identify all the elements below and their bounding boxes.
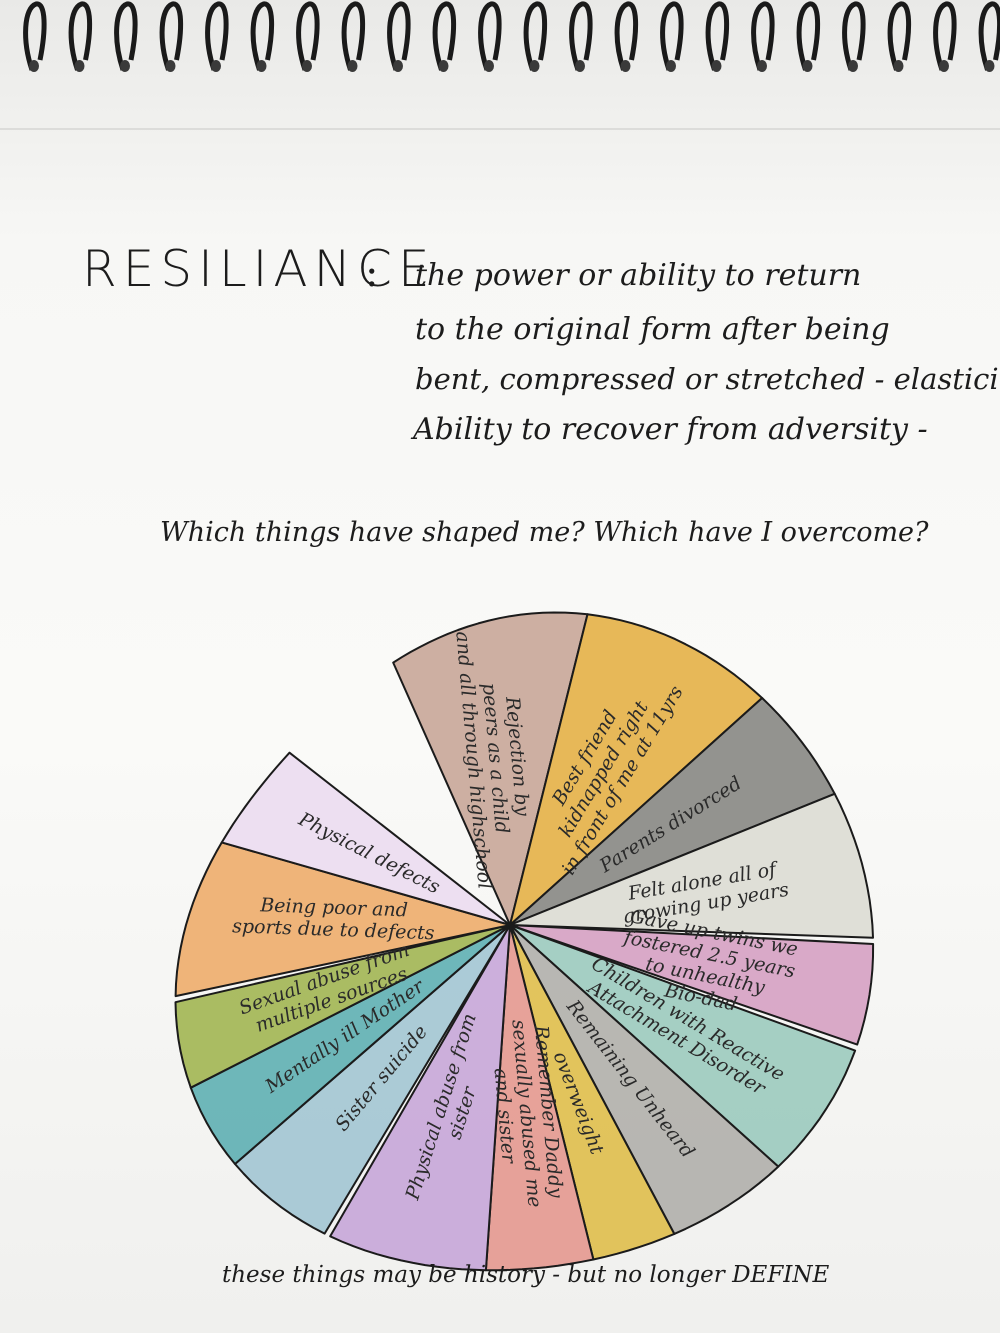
wheel-segment bbox=[509, 613, 764, 926]
wheel-segment bbox=[174, 924, 511, 1089]
binding-hole bbox=[893, 60, 904, 72]
wheel-segment bbox=[509, 924, 780, 1235]
title-colon: : bbox=[365, 250, 379, 296]
spiral-ring bbox=[68, 1, 93, 71]
binding-hole bbox=[393, 60, 403, 72]
wheel-segment bbox=[234, 924, 511, 1235]
wheel-segment bbox=[509, 924, 676, 1261]
spiral-ring bbox=[387, 1, 411, 71]
spiral-ring bbox=[796, 1, 821, 71]
binding-hole bbox=[802, 60, 813, 72]
spiral-ring bbox=[887, 1, 912, 71]
wheel-segment bbox=[392, 611, 589, 926]
spiral-ring bbox=[432, 1, 457, 71]
wheel-segment bbox=[329, 924, 511, 1272]
spiral-ring bbox=[751, 1, 775, 71]
definition-line-2: to the original form after being bbox=[415, 312, 890, 347]
definition-line-3: bent, compressed or stretched - elastici… bbox=[415, 362, 1000, 396]
binding-hole bbox=[848, 60, 858, 72]
spiral-ring bbox=[614, 1, 639, 71]
spiral-ring bbox=[250, 1, 275, 71]
page-fold-line bbox=[0, 128, 1000, 130]
binding-hole bbox=[484, 60, 494, 72]
binding-hole bbox=[620, 60, 631, 72]
wheel-segment bbox=[484, 924, 595, 1272]
spiral-ring bbox=[205, 1, 229, 71]
binding-hole bbox=[757, 60, 767, 72]
binding-hole bbox=[575, 60, 585, 72]
spiral-ring bbox=[978, 1, 1000, 71]
wheel-segment bbox=[220, 751, 511, 926]
binding-hole bbox=[29, 60, 39, 72]
binding-hole bbox=[256, 60, 267, 72]
spiral-ring bbox=[933, 1, 957, 71]
spiral-ring bbox=[296, 1, 320, 71]
spiral-binding bbox=[23, 1, 1000, 72]
spiral-ring bbox=[159, 1, 184, 71]
binding-hole bbox=[211, 60, 221, 72]
wheel-segment bbox=[509, 924, 857, 1168]
spiral-ring bbox=[705, 1, 730, 71]
definition-line-1: the power or ability to return bbox=[415, 258, 862, 293]
spiral-ring bbox=[114, 1, 138, 71]
spiral-ring bbox=[478, 1, 502, 71]
wheel-segment bbox=[189, 924, 511, 1165]
spiral-ring bbox=[842, 1, 866, 71]
binding-hole bbox=[302, 60, 312, 72]
spiral-ring bbox=[660, 1, 684, 71]
wheel-segment bbox=[509, 924, 875, 1046]
segment-label-line: Being poor and bbox=[259, 894, 408, 921]
wheel-segment bbox=[174, 841, 511, 998]
spiral-ring bbox=[569, 1, 593, 71]
binding-hole bbox=[984, 60, 995, 72]
definition-line-4: Ability to recover from adversity - bbox=[413, 412, 928, 447]
spiral-ring bbox=[23, 1, 47, 71]
binding-hole bbox=[347, 60, 358, 72]
reflection-question: Which things have shaped me? Which have … bbox=[160, 517, 929, 548]
binding-hole bbox=[529, 60, 540, 72]
binding-hole bbox=[711, 60, 722, 72]
page-title: RESILIANCE bbox=[82, 240, 436, 298]
binding-hole bbox=[74, 60, 85, 72]
wheel-segment bbox=[509, 697, 836, 926]
spiral-ring bbox=[523, 1, 548, 71]
binding-hole bbox=[666, 60, 676, 72]
binding-hole bbox=[165, 60, 176, 72]
binding-hole bbox=[438, 60, 449, 72]
wheel-segment bbox=[509, 792, 874, 939]
spiral-ring bbox=[341, 1, 366, 71]
footer-note: these things may be history - but no lon… bbox=[222, 1262, 830, 1288]
binding-hole bbox=[939, 60, 949, 72]
binding-hole bbox=[120, 60, 130, 72]
